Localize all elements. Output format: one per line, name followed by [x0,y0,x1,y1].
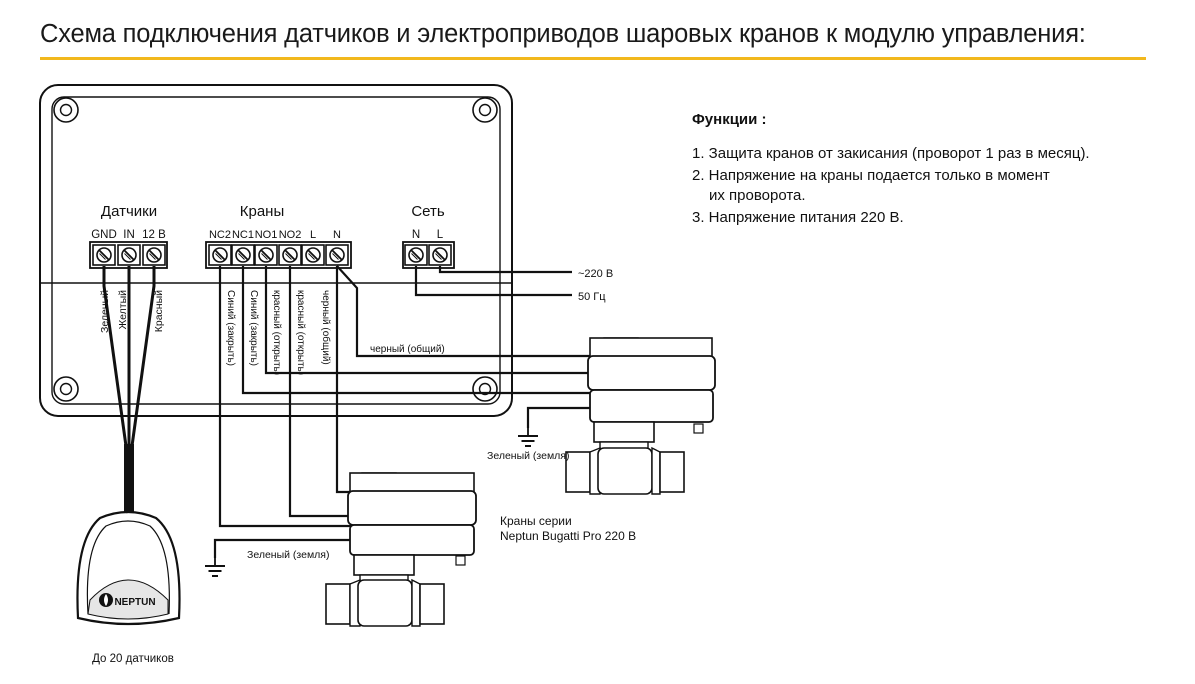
functions-list: 1. Защита кранов от закисания (проворот … [692,144,1090,228]
wire-label: черный (общий) [370,343,445,355]
wire-label: Синий (закрыть) [225,290,236,366]
terminal-label: NO2 [279,229,302,241]
function-item: 3. Напряжение питания 220 В. [692,209,904,226]
terminal-label: L [310,229,316,241]
terminal-block-valves [205,241,352,269]
screw-terminal-icon [92,244,116,266]
screw-terminal-icon [404,244,428,266]
ground-label: Зеленый (земля) [487,450,570,462]
wire-label: черный (общий) [320,290,332,365]
sensor-brand-label: NEPTUN [114,597,155,608]
screw-terminal-icon [428,244,452,266]
group-label-network: Сеть [411,203,445,220]
functions-heading: Функции : [692,111,767,128]
mounting-hole-icon [472,97,498,123]
screw-terminal-icon [208,244,232,266]
mounting-hole-icon [53,376,79,402]
terminal-label: GND [91,229,117,241]
valve-series-caption: Neptun Bugatti Pro 220 В [500,529,636,543]
group-label-valves: Краны [240,203,285,220]
title-rule [40,57,1146,60]
group-label-sensors: Датчики [101,203,157,220]
power-voltage-label: ~220 В [578,268,613,280]
terminal-label: N [412,229,420,241]
ground-symbol-icon [204,555,226,577]
ground-wire [213,538,350,558]
water-leak-sensor-icon: NEPTUN [76,510,181,626]
terminal-block-network [402,241,455,269]
wire-label: Синий (закрыть) [248,290,259,366]
valve-series-caption: Краны серии [500,514,572,528]
valve-wires [218,265,592,528]
terminal-label: N [333,229,341,241]
wire-label: Желтый [117,290,129,330]
wire-label: Зеленый [99,290,111,333]
screw-terminal-icon [278,244,302,266]
sensor-cable [102,266,156,447]
terminal-label: 12 В [142,229,166,241]
mounting-hole-icon [472,376,498,402]
wire-label: красный (открыть) [295,290,306,375]
screw-terminal-icon [301,244,325,266]
function-item-continued: их проворота. [709,187,806,204]
mounting-hole-icon [53,97,79,123]
sensor-count-label: До 20 датчиков [92,653,174,665]
screw-terminal-icon [254,244,278,266]
terminal-label: L [437,229,444,241]
terminal-label: NO1 [255,229,278,241]
screw-terminal-icon [117,244,141,266]
functions-block: Функции : 1. Защита кранов от закисания … [692,110,1090,230]
sensor-cable-sheath [124,444,134,516]
terminal-label: IN [123,229,135,241]
terminal-block-sensors [89,241,168,269]
screw-terminal-icon [142,244,166,266]
screw-terminal-icon [231,244,255,266]
terminal-label: NC2 [209,229,231,241]
page-title: Схема подключения датчиков и электроприв… [40,20,1086,48]
ground-wire [526,406,590,428]
wire-label: Красный [153,290,165,332]
function-item: 2. Напряжение на краны подается только в… [692,167,1050,184]
ground-symbol-icon [517,425,539,447]
power-wires [414,266,572,297]
function-item: 1. Защита кранов от закисания (проворот … [692,145,1090,162]
ground-label: Зеленый (земля) [247,549,330,561]
screw-terminal-icon [325,244,349,266]
wire-label: красный (открыть) [271,290,282,375]
ball-valve-icon [565,337,716,495]
ball-valve-icon [325,472,477,627]
power-frequency-label: 50 Гц [578,291,606,303]
terminal-label: NC1 [232,229,254,241]
